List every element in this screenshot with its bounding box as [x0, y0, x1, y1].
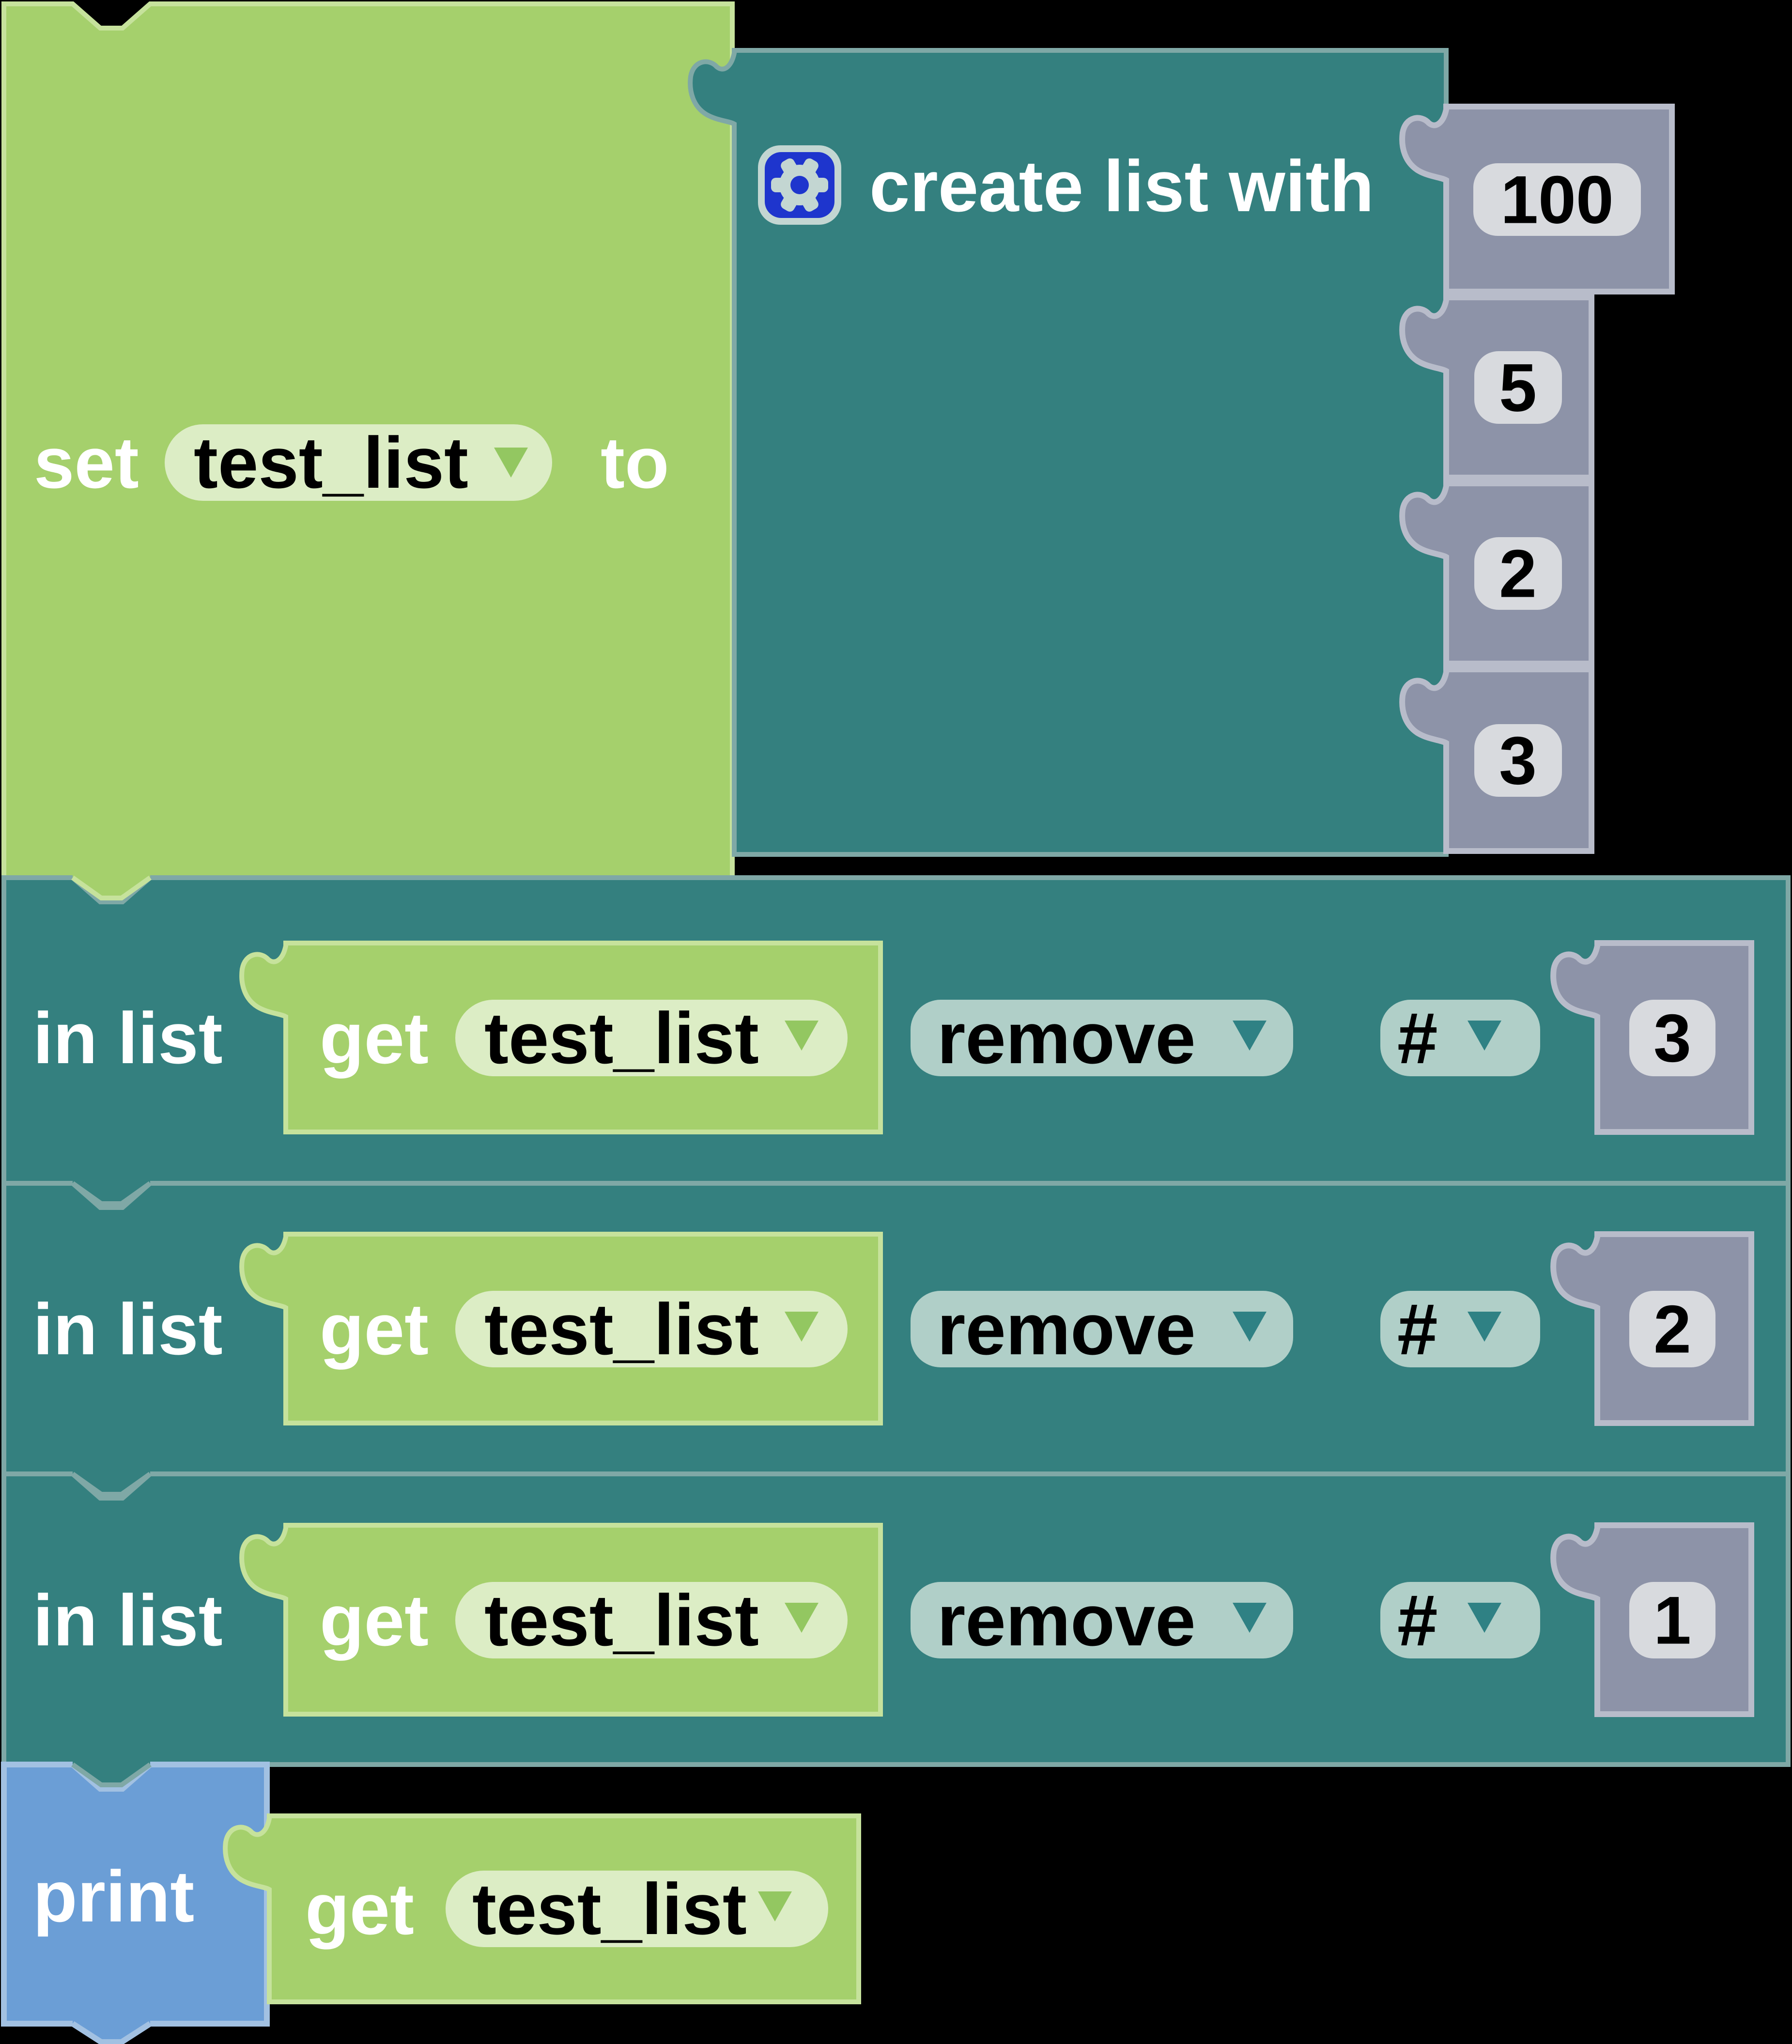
number-block[interactable]: 2	[1399, 480, 1594, 666]
number-block[interactable]: 3	[1550, 940, 1754, 1135]
dropdown-arrow-icon[interactable]	[494, 448, 528, 478]
create-list-label: create list with	[869, 145, 1374, 227]
mode-dropdown[interactable]	[1380, 1291, 1540, 1367]
number-block[interactable]: 2	[1550, 1231, 1754, 1426]
number-field[interactable]	[1629, 1582, 1715, 1658]
number-field[interactable]	[1474, 351, 1562, 424]
get-label: get	[305, 1868, 414, 1950]
number-field[interactable]	[1629, 1291, 1715, 1367]
mode-dropdown[interactable]	[1380, 1582, 1540, 1658]
operation-label: remove	[937, 997, 1196, 1079]
variable-name: test_list	[484, 1579, 759, 1661]
in-list-row: in list get test_list remove # 3	[33, 940, 1754, 1135]
dropdown-arrow-icon[interactable]	[785, 1603, 819, 1633]
gear-icon[interactable]	[758, 145, 841, 225]
print-label: print	[33, 1856, 194, 1937]
in-list-label: in list	[33, 1288, 223, 1370]
mode-label: #	[1397, 1288, 1437, 1370]
dropdown-arrow-icon[interactable]	[1468, 1021, 1501, 1051]
next-connector-tab	[71, 1181, 152, 1206]
number-value: 2	[1499, 536, 1537, 612]
variable-name: test_list	[194, 422, 468, 503]
in-list-label: in list	[33, 1579, 223, 1661]
print-block-body[interactable]	[1, 1762, 270, 2027]
operation-label: remove	[937, 1579, 1196, 1661]
dropdown-arrow-icon[interactable]	[1468, 1603, 1501, 1633]
number-block[interactable]: 3	[1399, 666, 1594, 854]
dropdown-arrow-icon[interactable]	[1468, 1312, 1501, 1342]
get-variable-block[interactable]: get test_list	[223, 1813, 861, 2004]
next-connector-tab	[71, 1471, 152, 1497]
next-connector-tab	[73, 873, 150, 899]
get-label: get	[320, 997, 429, 1079]
get-label: get	[320, 1288, 429, 1370]
variable-name: test_list	[472, 1868, 747, 1950]
next-connector-tab	[71, 875, 152, 900]
print-block[interactable]	[1, 1762, 270, 2027]
variable-name: test_list	[484, 997, 759, 1079]
get-variable-block[interactable]: get test_list	[239, 1232, 883, 1425]
get-label: get	[320, 1579, 429, 1661]
next-connector-tab	[73, 1178, 150, 1205]
get-variable-block[interactable]: get test_list	[239, 941, 883, 1134]
dropdown-arrow-icon[interactable]	[785, 1312, 819, 1342]
in-list-row: in list get test_list remove # 1	[33, 1522, 1754, 1717]
number-value: 3	[1653, 1000, 1691, 1076]
next-connector-tab	[71, 2021, 152, 2044]
number-field[interactable]	[1474, 537, 1562, 610]
next-connector-tab	[71, 1762, 152, 1787]
set-keyword-label: set	[34, 422, 139, 503]
in-list-label: in list	[33, 997, 223, 1079]
operation-dropdown[interactable]	[911, 1291, 1293, 1367]
number-value: 1	[1653, 1582, 1691, 1658]
dropdown-arrow-icon[interactable]	[758, 1891, 792, 1921]
next-connector-tab	[73, 2019, 150, 2043]
number-block[interactable]: 5	[1399, 294, 1594, 480]
operation-dropdown[interactable]	[911, 1582, 1293, 1658]
number-field[interactable]	[1629, 1000, 1715, 1076]
next-connector-tab	[73, 1760, 150, 1786]
variable-dropdown[interactable]	[455, 1582, 848, 1658]
number-block[interactable]: 100	[1399, 104, 1675, 294]
dropdown-arrow-icon[interactable]	[1233, 1603, 1267, 1633]
variable-dropdown[interactable]	[446, 1871, 828, 1947]
to-label: to	[601, 422, 669, 503]
number-value: 100	[1500, 162, 1614, 238]
dropdown-arrow-icon[interactable]	[1233, 1021, 1267, 1051]
mode-dropdown[interactable]	[1380, 1000, 1540, 1076]
operation-label: remove	[937, 1288, 1196, 1370]
next-connector-tab	[73, 1469, 150, 1495]
gear-icon-glyph	[771, 158, 828, 212]
create-list-block[interactable]	[688, 48, 1449, 857]
number-field[interactable]	[1474, 724, 1562, 797]
number-value: 5	[1499, 350, 1537, 426]
number-value: 2	[1653, 1291, 1691, 1367]
dropdown-arrow-icon[interactable]	[785, 1021, 819, 1051]
mode-label: #	[1397, 997, 1437, 1079]
mode-label: #	[1397, 1579, 1437, 1661]
operation-dropdown[interactable]	[911, 1000, 1293, 1076]
get-variable-block[interactable]: get test_list	[239, 1523, 883, 1717]
variable-dropdown[interactable]	[165, 424, 552, 501]
create-list-block-body[interactable]	[688, 48, 1449, 857]
in-list-row: in list get test_list remove # 2	[33, 1231, 1754, 1426]
variable-dropdown[interactable]	[455, 1000, 848, 1076]
variable-dropdown[interactable]	[455, 1291, 848, 1367]
number-field[interactable]	[1473, 163, 1641, 236]
variable-name: test_list	[484, 1288, 759, 1370]
dropdown-arrow-icon[interactable]	[1233, 1312, 1267, 1342]
number-block[interactable]: 1	[1550, 1522, 1754, 1717]
number-value: 3	[1499, 723, 1537, 799]
